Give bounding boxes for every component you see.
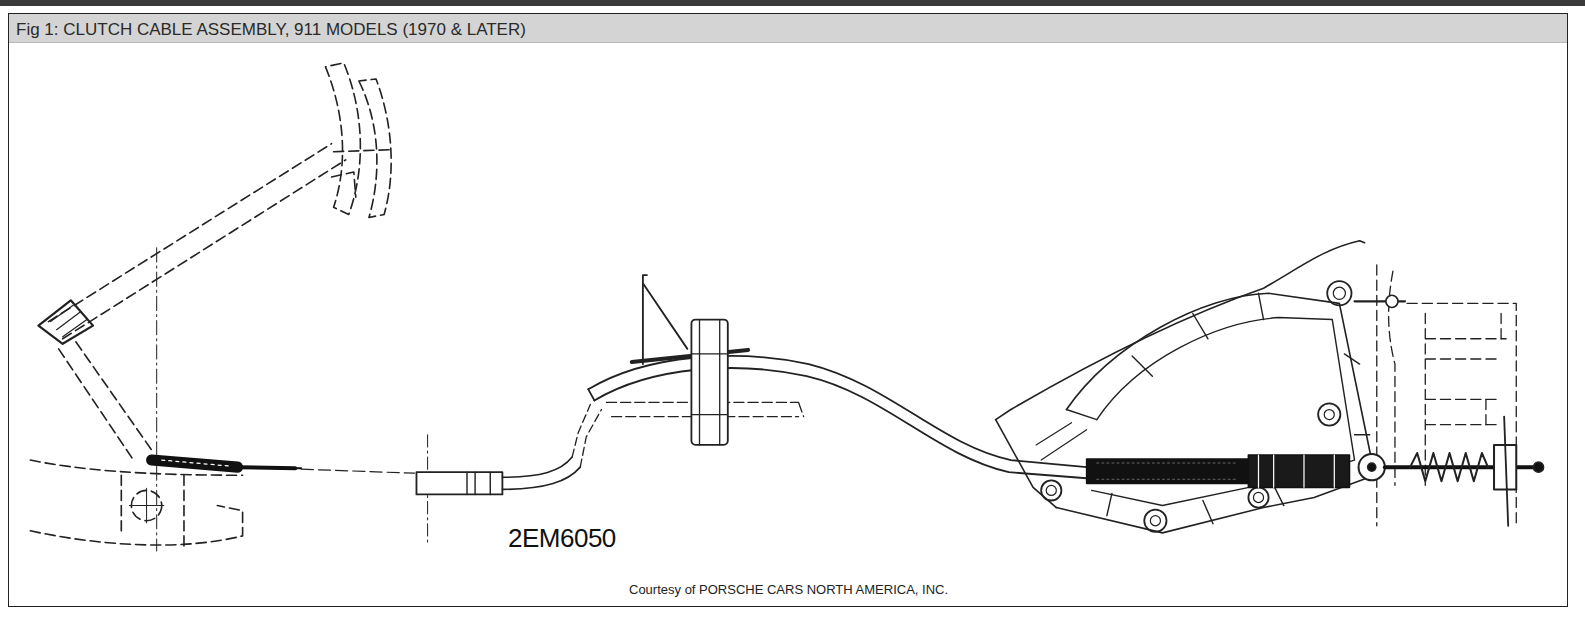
- housing-bolt: [1041, 480, 1061, 500]
- release-lever: [1504, 417, 1508, 526]
- return-spring: [1410, 453, 1488, 481]
- top-strip: [0, 0, 1585, 6]
- cable-rod: [238, 467, 296, 468]
- hidden-line: [1376, 265, 1377, 526]
- pedal-pad: [325, 63, 360, 215]
- cable-end: [152, 460, 238, 467]
- cable-casing-hidden: [572, 404, 601, 467]
- tube-clamp: [691, 320, 727, 445]
- housing-outline: [1360, 241, 1365, 243]
- figure-title: Fig 1: CLUTCH CABLE ASSEMBLY, 911 MODELS…: [16, 20, 526, 40]
- housing-bolt: [1333, 287, 1345, 299]
- hidden-line: [1407, 303, 1516, 525]
- housing-outline: [996, 241, 1360, 420]
- lever-nut: [1386, 295, 1398, 307]
- cable-end-thread: [162, 460, 231, 466]
- pivot-cross: [129, 488, 163, 522]
- cable-core: [301, 469, 414, 473]
- cable-tip: [1533, 462, 1543, 472]
- pedal-foot-hatch: [51, 305, 87, 336]
- figure-caption: Courtesy of PORSCHE CARS NORTH AMERICA, …: [629, 582, 948, 598]
- clamp-detail: [691, 320, 727, 445]
- cable-casing: [502, 457, 580, 489]
- housing-bolt: [1324, 410, 1334, 420]
- clevis-pin: [1368, 463, 1376, 471]
- clutch-pedal: [30, 63, 391, 546]
- housing-rib: [1036, 423, 1087, 460]
- housing-bolt: [1150, 516, 1160, 526]
- pedal-arm: [63, 160, 346, 339]
- pedal-housing: [121, 475, 184, 546]
- pedal-pad: [359, 79, 391, 217]
- housing-bolt: [1327, 281, 1351, 305]
- release-lever-hidden: [1377, 265, 1516, 526]
- transmission-housing: [996, 241, 1375, 533]
- cable-adjuster: [1087, 459, 1249, 483]
- adjuster-nut: [1248, 455, 1349, 487]
- pedal-housing: [30, 506, 242, 545]
- pedal-lever: [59, 342, 152, 460]
- hidden-line: [1486, 314, 1501, 425]
- sleeve-ferrule: [467, 472, 490, 494]
- pedal-arm: [49, 144, 332, 322]
- housing-bolt: [1248, 487, 1268, 507]
- housing-bolt: [1318, 403, 1340, 425]
- part-number: 2EM6050: [506, 524, 618, 552]
- mounting-bracket: [643, 275, 687, 364]
- tube-end: [588, 389, 594, 400]
- guide-tube: [594, 368, 1086, 478]
- housing-bolt: [1046, 485, 1056, 495]
- clevis: [1359, 454, 1385, 480]
- housing-rib: [1066, 293, 1369, 523]
- cable-sleeve: [416, 472, 502, 494]
- housing-outline: [996, 420, 1057, 508]
- adjuster-nut-detail: [1258, 455, 1334, 487]
- cable-tip: [295, 467, 301, 469]
- pedal-bracket: [332, 150, 390, 198]
- pedal-foot: [38, 300, 93, 343]
- bell-housing: [1056, 293, 1374, 533]
- housing-bolt: [1253, 492, 1263, 502]
- housing-bolt: [1144, 510, 1166, 532]
- adjuster-thread: [1097, 463, 1239, 479]
- pedal-housing: [30, 460, 242, 475]
